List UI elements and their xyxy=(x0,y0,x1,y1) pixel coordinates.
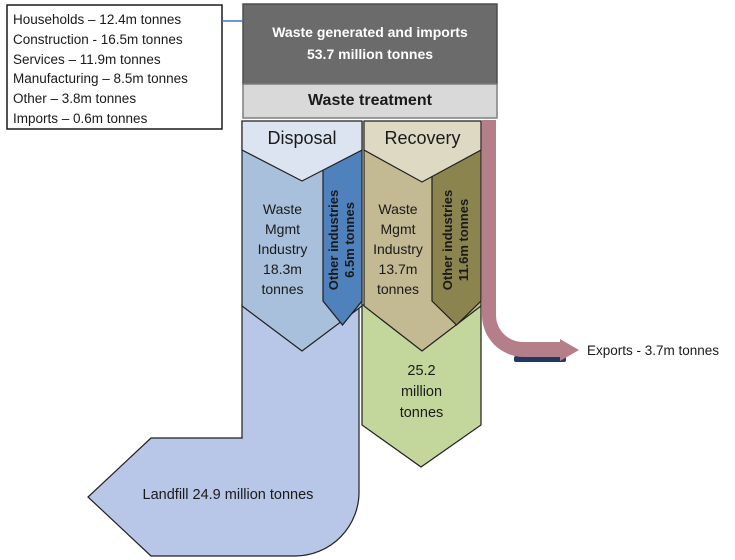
exports-label: Exports - 3.7m tonnes xyxy=(587,343,720,358)
waste-treatment-label: Waste treatment xyxy=(308,92,432,109)
exports-shadow xyxy=(514,356,566,362)
waste-generated-box xyxy=(242,3,498,85)
waste-generated-line1: Waste generated and imports xyxy=(272,24,468,40)
legend-item: Manufacturing – 8.5m tonnes xyxy=(13,71,188,87)
disposal-label: Disposal xyxy=(267,128,337,148)
legend-item: Households – 12.4m tonnes xyxy=(13,12,182,27)
recovery-other-industries-label: Other industries 11.6m tonnes xyxy=(440,189,471,291)
legend-item: Services – 11.9m tonnes xyxy=(13,51,161,67)
recovery-wmi-label: Waste Mgmt Industry 13.7m tonnes xyxy=(373,201,423,297)
waste-generated-line2: 53.7 million tonnes xyxy=(306,46,434,62)
recovery-chevron xyxy=(363,120,482,183)
disposal-wmi-label: Waste Mgmt Industry 18.3m tonnes xyxy=(257,201,308,297)
disposal-other-industries-label: Other industries 6.5m tonnes xyxy=(326,189,357,291)
recovery-total-label: 25.2 million tonnes xyxy=(399,363,444,421)
legend-box xyxy=(6,4,223,130)
waste-generated-label: Waste generated and imports 53.7 million… xyxy=(243,21,497,65)
legend-list: Households – 12.4m tonnes Construction -… xyxy=(13,10,215,129)
landfill-label: Landfill 24.9 million tonnes xyxy=(142,487,314,503)
legend-item: Construction - 16.5m tonnes xyxy=(13,31,183,47)
legend-item: Imports – 0.6m tonnes xyxy=(13,110,148,126)
disposal-chevron xyxy=(241,120,363,182)
waste-treatment-box xyxy=(242,83,498,119)
recovery-label: Recovery xyxy=(384,128,461,148)
landfill-arrow xyxy=(87,303,360,557)
legend-item: Other – 3.8m tonnes xyxy=(13,91,137,107)
exports-flow-arrow xyxy=(482,120,579,361)
